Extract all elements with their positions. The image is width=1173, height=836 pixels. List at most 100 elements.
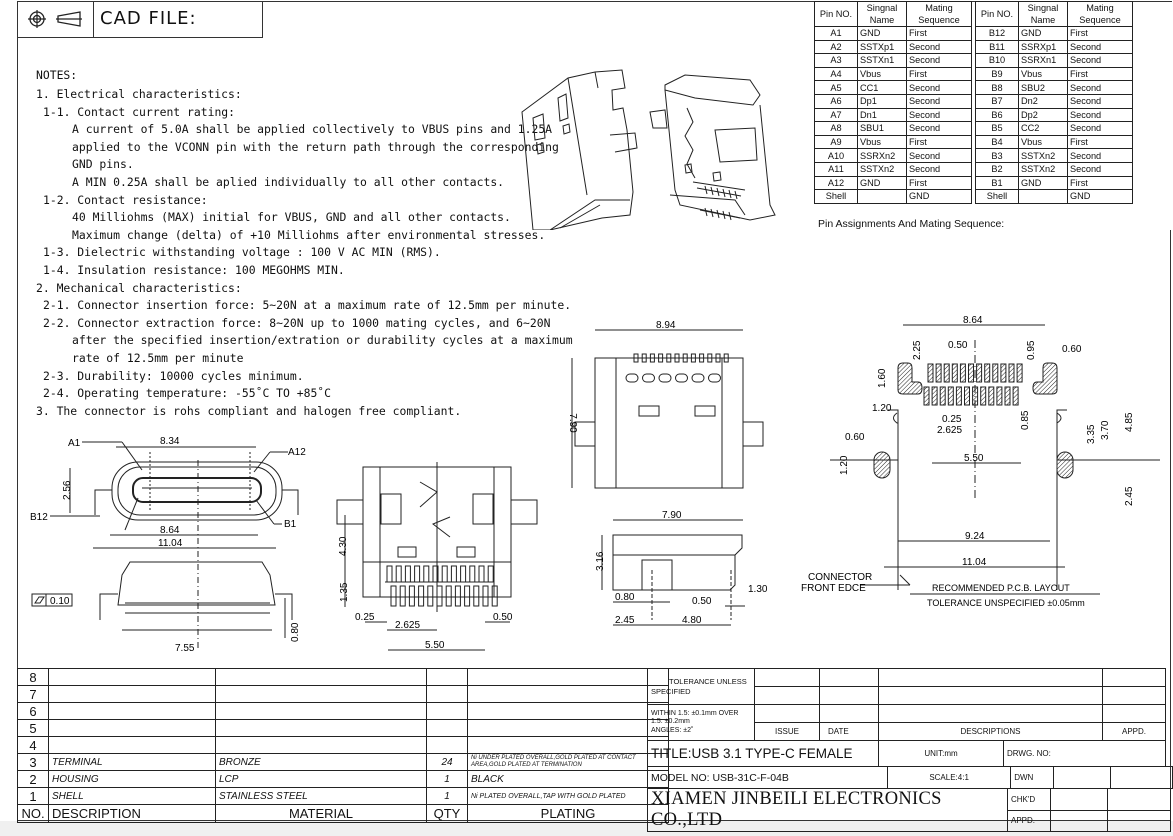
pcb-dim-9-24: 9.24 [965, 531, 985, 542]
pcb-pad-bottom-row [996, 386, 1003, 406]
bom-material [215, 685, 427, 703]
pin-table-caption: Pin Assignments And Mating Sequence: [818, 218, 1005, 230]
label-b1: B1 [284, 519, 297, 530]
pin-number: A5 [814, 80, 858, 95]
dim-11-04: 11.04 [158, 538, 183, 549]
pcb-dim-1-20-slot: 1.20 [839, 455, 850, 475]
pin-number: B10 [975, 53, 1019, 68]
dim-7-55: 7.55 [175, 643, 195, 654]
pin-header-cell: Pin NO. [975, 1, 1019, 27]
label-a1: A1 [68, 438, 81, 449]
pcb-dim-0-95: 0.95 [1026, 340, 1037, 360]
mating-sequence: Second [906, 80, 972, 95]
bom-plating [467, 668, 669, 686]
dim-2-45-side: 2.45 [615, 615, 635, 626]
bom-desc: SHELL [48, 787, 216, 805]
pcb-tolerance-caption: TOLERANCE UNSPECIFIED ±0.05mm [927, 598, 1085, 608]
pcb-pad-bottom-row [964, 386, 970, 406]
bom-no: 8 [17, 668, 49, 686]
rear-pin-bottom [445, 585, 452, 607]
bom-row: 5 [17, 719, 669, 737]
connector-3d-views [521, 69, 776, 230]
tolerance-within: WITHIN 1.5: ±0.1mm OVER [651, 709, 739, 717]
signal-name: GND [857, 175, 907, 191]
pcb-shell-pad-right [1032, 362, 1058, 395]
mating-sequence: GND [1067, 189, 1133, 204]
bom-no: 5 [17, 719, 49, 737]
bom-no: 7 [17, 685, 49, 703]
pcb-pad-top-row [935, 363, 942, 383]
dim-5-50: 5.50 [425, 640, 445, 651]
tolerance-line-2: SPECIFIED [651, 686, 691, 696]
mating-sequence: First [906, 66, 972, 82]
bom-material [215, 702, 427, 720]
issue-header: ISSUE [754, 722, 820, 741]
bom-desc: TERMINAL [48, 753, 216, 771]
pcb-pad-bottom-row [1004, 386, 1011, 406]
dim-7-90-side: 7.90 [662, 510, 682, 521]
signal-name: SSRXn1 [1018, 53, 1068, 68]
dim-3-16: 3.16 [595, 551, 606, 571]
mating-sequence: Second [906, 93, 972, 109]
pin-number: B8 [975, 80, 1019, 95]
dim-8-34: 8.34 [160, 436, 180, 447]
bom-plating: Ni PLATED OVERALL,TAP WITH GOLD PLATED [467, 787, 669, 805]
signal-name: Dn1 [857, 107, 907, 123]
rear-pin-bottom [390, 585, 397, 607]
mating-sequence: Second [1067, 53, 1133, 68]
bom-qty [426, 736, 468, 754]
pin-number: A8 [814, 121, 858, 136]
dim-0-50: 0.50 [493, 612, 513, 623]
model-number: MODEL NO: USB-31C-F-04B [647, 766, 888, 789]
label-a12: A12 [288, 447, 306, 458]
pcb-dim-0-50: 0.50 [948, 340, 968, 351]
pin-number: Shell [975, 189, 1019, 204]
signal-name: GND [1018, 175, 1068, 191]
signal-name: GND [1018, 26, 1068, 41]
dim-8-64: 8.64 [160, 525, 180, 536]
bom-row: 8 [17, 668, 669, 686]
signal-name [1018, 189, 1068, 204]
pcb-pad-bottom-row [988, 386, 995, 406]
pin-number: A7 [814, 107, 858, 123]
bom-row: 4 [17, 736, 669, 754]
note-line: 40 Milliohms (MAX) initial for VBUS, GND… [72, 210, 511, 225]
mating-sequence: Second [906, 53, 972, 68]
pcb-layout-caption: RECOMMENDED P.C.B. LAYOUT [932, 583, 1070, 593]
signal-name: CC1 [857, 80, 907, 95]
dim-2-625: 2.625 [395, 620, 420, 631]
note-line: 1. Electrical characteristics: [36, 87, 242, 101]
dim-2-56: 2.56 [62, 480, 73, 500]
tolerance-over: 1.5: ±0.2mm [651, 718, 690, 726]
pin-number: A4 [814, 66, 858, 82]
pcb-pad-top-row [959, 363, 966, 383]
bom-no: 3 [17, 753, 49, 771]
drawing-frame-left [17, 1, 18, 819]
dim-0-80: 0.80 [290, 622, 301, 642]
note-line: 2-1. Connector insertion force: 5~20N at… [43, 298, 572, 313]
bom-qty: 24 [426, 753, 468, 771]
mating-sequence: Second [1067, 80, 1133, 95]
dim-0-25: 0.25 [355, 612, 375, 623]
flatness-value: 0.10 [50, 596, 70, 607]
bom-plating: Ni UNDER PLATED OVERALL,GOLD PLATED AT C… [467, 753, 669, 771]
cad-file-label: CAD FILE: [100, 8, 197, 29]
signal-name: GND [857, 26, 907, 41]
mating-sequence: Second [906, 39, 972, 55]
dwn-label: DWN [1010, 766, 1055, 789]
note-line: 2-2. Connector extraction force: 8~20N u… [43, 315, 551, 330]
unit-label: UNIT:mm [878, 740, 1004, 767]
pin-number: A1 [814, 26, 858, 41]
note-line: Maximum change (delta) of +10 Milliohms … [72, 227, 546, 242]
signal-name: Dn2 [1018, 93, 1068, 109]
pcb-pad-bottom-row [931, 386, 938, 406]
signal-name: CC2 [1018, 121, 1068, 136]
